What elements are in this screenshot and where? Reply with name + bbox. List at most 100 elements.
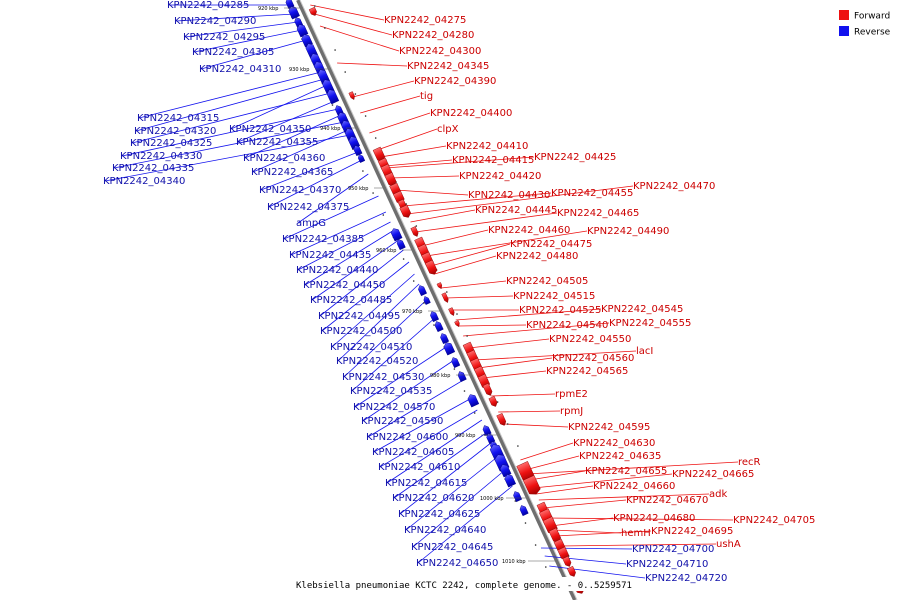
reverse-leader-line bbox=[399, 441, 493, 515]
forward-gene-label[interactable]: KPN2242_04400 bbox=[430, 108, 512, 119]
reverse-gene-label[interactable]: KPN2242_04285 bbox=[167, 0, 249, 11]
reverse-gene-label[interactable]: KPN2242_04330 bbox=[120, 151, 202, 162]
forward-gene-label[interactable]: KPN2242_04445 bbox=[475, 205, 557, 216]
forward-gene-label[interactable]: ushA bbox=[716, 539, 741, 550]
forward-gene-label[interactable]: KPN2242_04480 bbox=[496, 251, 578, 262]
reverse-gene-label[interactable]: KPN2242_04360 bbox=[243, 153, 325, 164]
reverse-gene-label[interactable]: KPN2242_04650 bbox=[416, 558, 498, 569]
forward-gene-label[interactable]: KPN2242_04550 bbox=[549, 334, 631, 345]
forward-gene-label[interactable]: KPN2242_04475 bbox=[510, 239, 592, 250]
reverse-gene-label[interactable]: ampG bbox=[296, 218, 326, 229]
reverse-gene-label[interactable]: KPN2242_04450 bbox=[303, 280, 385, 291]
reverse-gene-label[interactable]: KPN2242_04530 bbox=[342, 372, 424, 383]
forward-gene-label[interactable]: KPN2242_04560 bbox=[552, 353, 634, 364]
gene-shape bbox=[567, 565, 576, 577]
forward-gene-label[interactable]: KPN2242_04525 bbox=[519, 305, 601, 316]
reverse-gene-label[interactable]: KPN2242_04290 bbox=[174, 16, 256, 27]
reverse-gene-label[interactable]: KPN2242_04495 bbox=[318, 311, 400, 322]
forward-gene-label[interactable]: KPN2242_04545 bbox=[601, 304, 683, 315]
forward-gene-label[interactable]: KPN2242_04415 bbox=[452, 155, 534, 166]
forward-gene-label[interactable]: KPN2242_04665 bbox=[672, 469, 754, 480]
reverse-gene-label[interactable]: KPN2242_04640 bbox=[404, 525, 486, 536]
forward-gene-label[interactable]: KPN2242_04655 bbox=[585, 466, 667, 477]
forward-gene-label[interactable]: KPN2242_04345 bbox=[407, 61, 489, 72]
reverse-gene-label[interactable]: KPN2242_04315 bbox=[137, 113, 219, 124]
reverse-gene-label[interactable]: KPN2242_04610 bbox=[378, 462, 460, 473]
reverse-gene-label[interactable]: KPN2242_04295 bbox=[183, 32, 265, 43]
reverse-gene-label[interactable]: KPN2242_04605 bbox=[372, 447, 454, 458]
forward-gene-label[interactable]: KPN2242_04660 bbox=[593, 481, 675, 492]
forward-leader-line bbox=[490, 393, 556, 397]
reverse-gene-label[interactable]: KPN2242_04625 bbox=[398, 509, 480, 520]
reverse-gene-label[interactable]: KPN2242_04535 bbox=[350, 386, 432, 397]
reverse-gene-label[interactable]: KPN2242_04375 bbox=[267, 202, 349, 213]
gene-shape bbox=[410, 226, 419, 237]
forward-gene-label[interactable]: recR bbox=[738, 457, 761, 468]
forward-gene-label[interactable]: KPN2242_04455 bbox=[551, 188, 633, 199]
forward-gene-label[interactable]: adk bbox=[709, 489, 727, 500]
reverse-leader-line bbox=[367, 379, 464, 438]
forward-gene-label[interactable]: KPN2242_04695 bbox=[651, 526, 733, 537]
reverse-gene-label[interactable]: KPN2242_04710 bbox=[626, 559, 708, 570]
reverse-gene-label[interactable]: KPN2242_04305 bbox=[192, 47, 274, 58]
reverse-gene-label[interactable]: KPN2242_04620 bbox=[392, 493, 474, 504]
forward-gene-label[interactable]: clpX bbox=[437, 124, 459, 135]
forward-gene-label[interactable]: KPN2242_04540 bbox=[526, 320, 608, 331]
backbone-dot bbox=[545, 566, 547, 568]
reverse-gene-label[interactable]: KPN2242_04435 bbox=[289, 250, 371, 261]
reverse-gene-label[interactable]: KPN2242_04325 bbox=[130, 138, 212, 149]
forward-gene-label[interactable]: KPN2242_04470 bbox=[633, 181, 715, 192]
forward-gene-label[interactable]: KPN2242_04410 bbox=[446, 141, 528, 152]
reverse-gene-label[interactable]: KPN2242_04355 bbox=[236, 137, 318, 148]
forward-gene-label[interactable]: KPN2242_04670 bbox=[626, 495, 708, 506]
forward-gene-label[interactable]: KPN2242_04705 bbox=[733, 515, 815, 526]
forward-leader-line bbox=[468, 338, 550, 349]
reverse-gene-label[interactable]: KPN2242_04320 bbox=[134, 126, 216, 137]
forward-gene-label[interactable]: KPN2242_04280 bbox=[392, 30, 474, 41]
forward-leader-line bbox=[524, 455, 580, 471]
reverse-gene-label[interactable]: KPN2242_04600 bbox=[366, 432, 448, 443]
forward-gene-label[interactable]: KPN2242_04420 bbox=[459, 171, 541, 182]
forward-gene-label[interactable]: KPN2242_04300 bbox=[399, 46, 481, 57]
reverse-gene-label[interactable]: KPN2242_04310 bbox=[199, 64, 281, 75]
forward-gene-label[interactable]: KPN2242_04630 bbox=[573, 438, 655, 449]
reverse-gene-label[interactable]: KPN2242_04385 bbox=[282, 234, 364, 245]
forward-gene-label[interactable]: hemH bbox=[621, 528, 651, 539]
reverse-gene-label[interactable]: KPN2242_04350 bbox=[229, 124, 311, 135]
gene-shape bbox=[436, 282, 443, 290]
reverse-gene-label[interactable]: KPN2242_04590 bbox=[361, 416, 443, 427]
forward-gene-label[interactable]: KPN2242_04565 bbox=[546, 366, 628, 377]
reverse-gene-label[interactable]: KPN2242_04615 bbox=[385, 478, 467, 489]
forward-gene-label[interactable]: lacI bbox=[636, 346, 653, 357]
forward-gene-label[interactable]: rpmE2 bbox=[555, 389, 588, 400]
reverse-gene-label[interactable]: KPN2242_04500 bbox=[320, 326, 402, 337]
reverse-gene-label[interactable]: KPN2242_04520 bbox=[336, 356, 418, 367]
forward-gene-label[interactable]: KPN2242_04390 bbox=[414, 76, 496, 87]
forward-gene-label[interactable]: tig bbox=[420, 91, 433, 102]
forward-gene-label[interactable]: KPN2242_04505 bbox=[506, 276, 588, 287]
forward-gene-label[interactable]: KPN2242_04465 bbox=[557, 208, 639, 219]
forward-gene-label[interactable]: KPN2242_04595 bbox=[568, 422, 650, 433]
reverse-gene-label[interactable]: KPN2242_04700 bbox=[632, 544, 714, 555]
forward-gene-label[interactable]: KPN2242_04680 bbox=[613, 513, 695, 524]
reverse-gene-label[interactable]: KPN2242_04365 bbox=[251, 167, 333, 178]
reverse-gene-label[interactable]: KPN2242_04370 bbox=[259, 185, 341, 196]
forward-gene-label[interactable]: rpmJ bbox=[560, 406, 583, 417]
forward-gene-label[interactable]: KPN2242_04490 bbox=[587, 226, 669, 237]
reverse-gene-label[interactable]: KPN2242_04440 bbox=[296, 265, 378, 276]
reverse-gene-label[interactable]: KPN2242_04570 bbox=[353, 402, 435, 413]
reverse-gene-label[interactable]: KPN2242_04485 bbox=[310, 295, 392, 306]
forward-gene-label[interactable]: KPN2242_04460 bbox=[488, 225, 570, 236]
reverse-gene-label[interactable]: KPN2242_04720 bbox=[645, 573, 727, 584]
forward-gene-label[interactable]: KPN2242_04635 bbox=[579, 451, 661, 462]
forward-gene-label[interactable]: KPN2242_04515 bbox=[513, 291, 595, 302]
gene-shape bbox=[454, 320, 460, 328]
reverse-gene-label[interactable]: KPN2242_04645 bbox=[411, 542, 493, 553]
reverse-gene-label[interactable]: KPN2242_04510 bbox=[330, 342, 412, 353]
forward-gene-label[interactable]: KPN2242_04275 bbox=[384, 15, 466, 26]
forward-gene-label[interactable]: KPN2242_04555 bbox=[609, 318, 691, 329]
reverse-gene-label[interactable]: KPN2242_04340 bbox=[103, 176, 185, 187]
forward-gene-label[interactable]: KPN2242_04430 bbox=[468, 190, 550, 201]
reverse-gene-label[interactable]: KPN2242_04335 bbox=[112, 163, 194, 174]
forward-gene-label[interactable]: KPN2242_04425 bbox=[534, 152, 616, 163]
